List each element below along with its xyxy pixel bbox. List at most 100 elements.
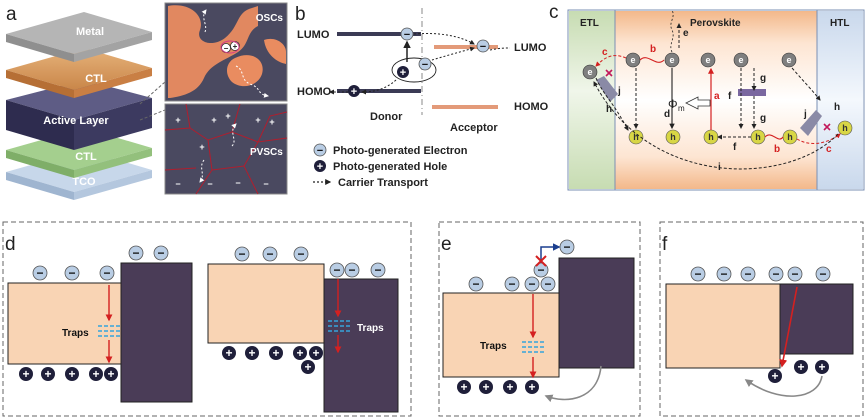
d1-traps (98, 325, 120, 337)
c-htl-region (817, 11, 863, 189)
layer-label-active: Active Layer (43, 115, 109, 127)
d2-traps-label: Traps (357, 323, 384, 334)
c-label-h-right: h (834, 102, 840, 113)
c-label-c-top: c (602, 47, 608, 58)
f-e-6: − (819, 267, 826, 281)
e-transport-layer (558, 257, 635, 369)
c-trap-state (738, 89, 766, 96)
d1-e-4: − (132, 246, 139, 260)
e-holes: + + + + (457, 380, 539, 394)
b-electron-transfer-1 (413, 33, 475, 45)
c-h-5: h (787, 132, 793, 142)
legend-hole-label: Photo-generated Hole (333, 161, 447, 173)
d2-h-5: + (312, 346, 319, 360)
pvsc-hole-6: + (199, 142, 204, 152)
d1-h-5: + (107, 367, 114, 381)
b-exciton (391, 57, 437, 83)
b-hole-transfer (361, 79, 397, 95)
c-label-g-bottom: g (760, 113, 766, 124)
acceptor-lumo-label: LUMO (514, 42, 547, 54)
c-etl-region (569, 11, 615, 189)
d1-e-1: − (36, 266, 43, 280)
c-h-4: h (755, 132, 761, 142)
legend-hole-sign: + (317, 161, 323, 173)
d2-perovskite (207, 263, 325, 344)
d1-perovskite (7, 282, 122, 365)
e-traps (522, 341, 546, 353)
d2-h-3: + (272, 346, 279, 360)
d1-e-2: − (68, 266, 75, 280)
c-path-c-top (595, 55, 627, 67)
c-label-f-vert: f (728, 91, 732, 102)
d2-h-4: + (296, 346, 303, 360)
c-e-1: e (587, 67, 592, 77)
d2-transport-layer (323, 278, 399, 413)
b-electron-donor (400, 27, 414, 41)
b-electron-acceptor (476, 39, 490, 53)
e-traps-label: Traps (480, 341, 507, 352)
c-label-e: e (683, 28, 689, 39)
pvsc-hole-3: + (225, 111, 230, 121)
layer-label-tco: TCO (72, 176, 96, 188)
acceptor-homo-level (432, 105, 498, 109)
layer-label-ctl-top: CTL (85, 73, 107, 85)
zoom-connector-top (139, 81, 166, 105)
f-e-2: − (720, 267, 727, 281)
f-h-1: + (771, 369, 778, 383)
d2-electrons: − − − − − − (234, 246, 386, 278)
pvsc-electron-4: − (263, 179, 268, 189)
inset-pvscs-label: PVSCs (250, 147, 283, 158)
c-label-a: a (714, 91, 720, 102)
panel-e: e Traps − − − − − − (438, 221, 641, 417)
c-path-b-top (639, 57, 665, 63)
f-h-3: + (818, 360, 825, 374)
d1-h-4: + (92, 367, 99, 381)
c-electrons: e e e e e e (582, 52, 797, 80)
c-e-6: e (786, 55, 791, 65)
d1-e-3: − (103, 266, 110, 280)
zoom-connector-bottom (139, 109, 166, 121)
c-label-d: d (664, 109, 670, 120)
e-e-1: − (472, 277, 479, 291)
panel-c-label: c (549, 2, 559, 23)
f-interface-recombination (779, 286, 798, 368)
c-field-arrow (685, 96, 711, 110)
layer-active: Active Layer (6, 80, 152, 150)
osc-exciton-minus: − (224, 44, 229, 53)
e-electrons: − − − − − − (468, 239, 575, 292)
f-e-5: − (791, 267, 798, 281)
d1-traps-label: Traps (62, 328, 89, 339)
b-exciton-hole (397, 66, 409, 78)
d1-e-5: − (157, 246, 164, 260)
layer-ctl-top: CTL (6, 48, 152, 98)
c-label-h-left: h (606, 104, 612, 115)
e-injection-arrow (540, 243, 561, 263)
panel-d-label: d (5, 234, 16, 255)
e-e-2: − (508, 277, 515, 291)
d2-h-6: + (304, 360, 311, 374)
layer-label-ctl-bottom: CTL (75, 151, 97, 163)
legend-hole-icon (314, 160, 326, 172)
e-h-2: + (482, 380, 489, 394)
d2-e-1: − (238, 247, 245, 261)
layer-metal: Metal (6, 12, 152, 62)
c-e-4: e (705, 55, 710, 65)
c-phi: Φ (668, 97, 678, 111)
pvsc-hole-4: + (255, 115, 260, 125)
d1-transport-layer (120, 262, 193, 403)
b-exciton-hole-sign: + (400, 67, 406, 79)
donor-homo-label: HOMO (297, 86, 332, 98)
donor-homo-level (337, 89, 421, 93)
layer-label-metal: Metal (76, 26, 104, 38)
donor-lumo-level (337, 32, 421, 36)
c-h-2: h (670, 132, 676, 142)
d2-h-1: + (225, 346, 232, 360)
c-cross-left (605, 69, 613, 77)
c-h-1: h (633, 132, 639, 142)
d1-h-3: + (68, 367, 75, 381)
c-label-c-bottom: c (826, 144, 832, 155)
f-electrons: − − − − − − (690, 266, 831, 282)
c-perovskite-label: Perovskite (690, 18, 741, 29)
c-label-f-horiz: f (733, 142, 737, 153)
